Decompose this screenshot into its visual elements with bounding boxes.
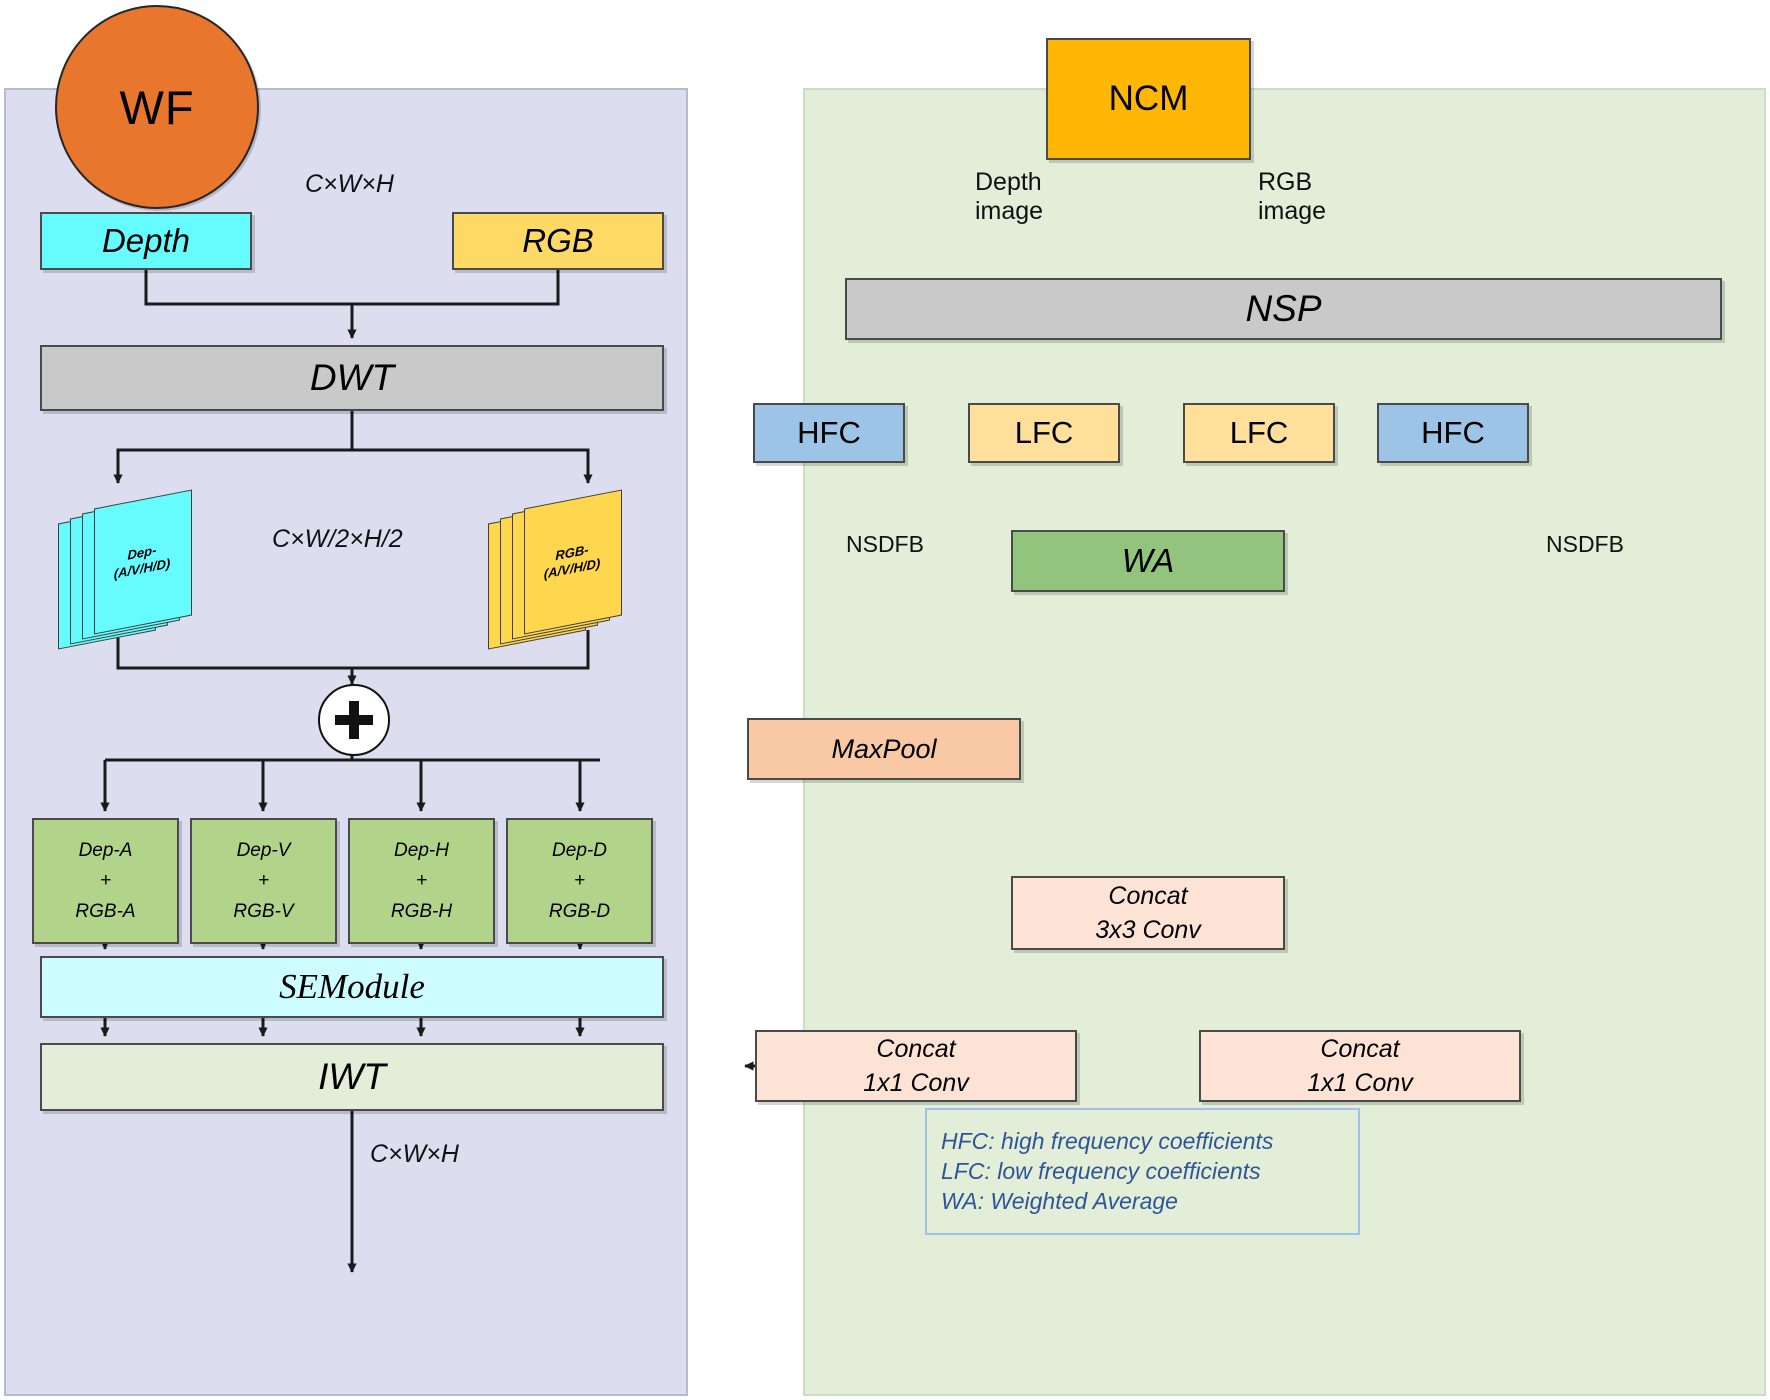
plus-icon	[335, 701, 373, 739]
fusion-cell-v-plus: +	[257, 870, 270, 892]
rgb-subband-stack: RGB- (A/V/H/D)	[488, 489, 638, 650]
semodule-box[interactable]: SEModule	[40, 956, 664, 1018]
wf-badge: WF	[55, 5, 259, 209]
fusion-cell-v-top: Dep-V	[236, 840, 291, 862]
nsdfb-left-label: NSDFB	[846, 531, 924, 557]
hfc-box-right[interactable]: HFC	[1377, 403, 1529, 463]
hfc-right-label: HFC	[1421, 414, 1485, 450]
depth-input-box[interactable]: Depth	[40, 212, 252, 270]
wa-box[interactable]: WA	[1011, 530, 1285, 592]
legend-box: HFC: high frequency coefficients LFC: lo…	[925, 1108, 1360, 1235]
stack-sheet	[94, 489, 192, 635]
maxpool-label: MaxPool	[831, 733, 937, 764]
concat-1x1-left-line1: Concat	[876, 1035, 956, 1063]
depth-input-label: Depth	[101, 221, 191, 259]
fusion-cell-a-bottom: RGB-A	[75, 900, 136, 922]
nsp-box[interactable]: NSP	[845, 278, 1722, 340]
fusion-cell-v[interactable]: Dep-V + RGB-V	[190, 818, 337, 944]
iwt-box[interactable]: IWT	[40, 1043, 664, 1111]
nsp-label: NSP	[1245, 288, 1322, 330]
fusion-cell-d[interactable]: Dep-D + RGB-D	[506, 818, 653, 944]
concat-3x3-line1: Concat	[1108, 882, 1188, 910]
concat-1x1-right-line1: Concat	[1320, 1035, 1400, 1063]
dwt-box[interactable]: DWT	[40, 345, 664, 411]
lfc-box-right[interactable]: LFC	[1183, 403, 1335, 463]
legend-row-lfc: LFC: low frequency coefficients	[941, 1158, 1261, 1184]
concat-1x1-right-line2: 1x1 Conv	[1307, 1069, 1413, 1097]
rgb-input-label: RGB	[522, 221, 594, 259]
fusion-cell-d-bottom: RGB-D	[548, 900, 611, 922]
fusion-cell-h-top: Dep-H	[394, 840, 449, 862]
sum-operator-node	[318, 684, 390, 756]
wa-label: WA	[1121, 541, 1175, 579]
dwt-label: DWT	[309, 357, 395, 399]
nsdfb-right-label: NSDFB	[1546, 531, 1624, 557]
concat-3x3-conv-box[interactable]: Concat 3x3 Conv	[1011, 876, 1285, 950]
half-dims-label: C×W/2×H/2	[272, 525, 403, 553]
ncm-badge-label: NCM	[1108, 79, 1189, 119]
stack-sheet	[524, 489, 622, 635]
fusion-cell-a-plus: +	[99, 870, 112, 892]
maxpool-box[interactable]: MaxPool	[747, 718, 1021, 780]
fusion-cell-v-bottom: RGB-V	[233, 900, 294, 922]
hfc-left-label: HFC	[797, 414, 861, 450]
fusion-cell-h-plus: +	[415, 870, 428, 892]
fusion-cell-h-bottom: RGB-H	[390, 900, 453, 922]
fusion-cell-h[interactable]: Dep-H + RGB-H	[348, 818, 495, 944]
fusion-cell-a[interactable]: Dep-A + RGB-A	[32, 818, 179, 944]
iwt-label: IWT	[318, 1056, 386, 1098]
output-dims-label: C×W×H	[370, 1140, 459, 1168]
lfc-box-left[interactable]: LFC	[968, 403, 1120, 463]
hfc-box-left[interactable]: HFC	[753, 403, 905, 463]
concat-1x1-conv-box-right[interactable]: Concat 1x1 Conv	[1199, 1030, 1521, 1102]
depth-subband-stack: Dep- (A/V/H/D)	[58, 489, 208, 650]
legend-row-hfc: HFC: high frequency coefficients	[941, 1128, 1274, 1154]
concat-1x1-left-line2: 1x1 Conv	[863, 1069, 969, 1097]
wf-badge-label: WF	[119, 80, 195, 134]
ncm-badge: NCM	[1046, 38, 1251, 160]
lfc-left-label: LFC	[1014, 414, 1074, 450]
legend-row-wa: WA: Weighted Average	[941, 1188, 1178, 1214]
rgb-input-box[interactable]: RGB	[452, 212, 664, 270]
fusion-cell-a-top: Dep-A	[78, 840, 133, 862]
input-dims-label: C×W×H	[305, 170, 394, 198]
fusion-cell-d-plus: +	[573, 870, 586, 892]
semodule-label: SEModule	[279, 967, 425, 1007]
fusion-cell-d-top: Dep-D	[552, 840, 607, 862]
concat-1x1-conv-box-left[interactable]: Concat 1x1 Conv	[755, 1030, 1077, 1102]
lfc-right-label: LFC	[1229, 414, 1289, 450]
concat-3x3-line2: 3x3 Conv	[1095, 916, 1201, 944]
